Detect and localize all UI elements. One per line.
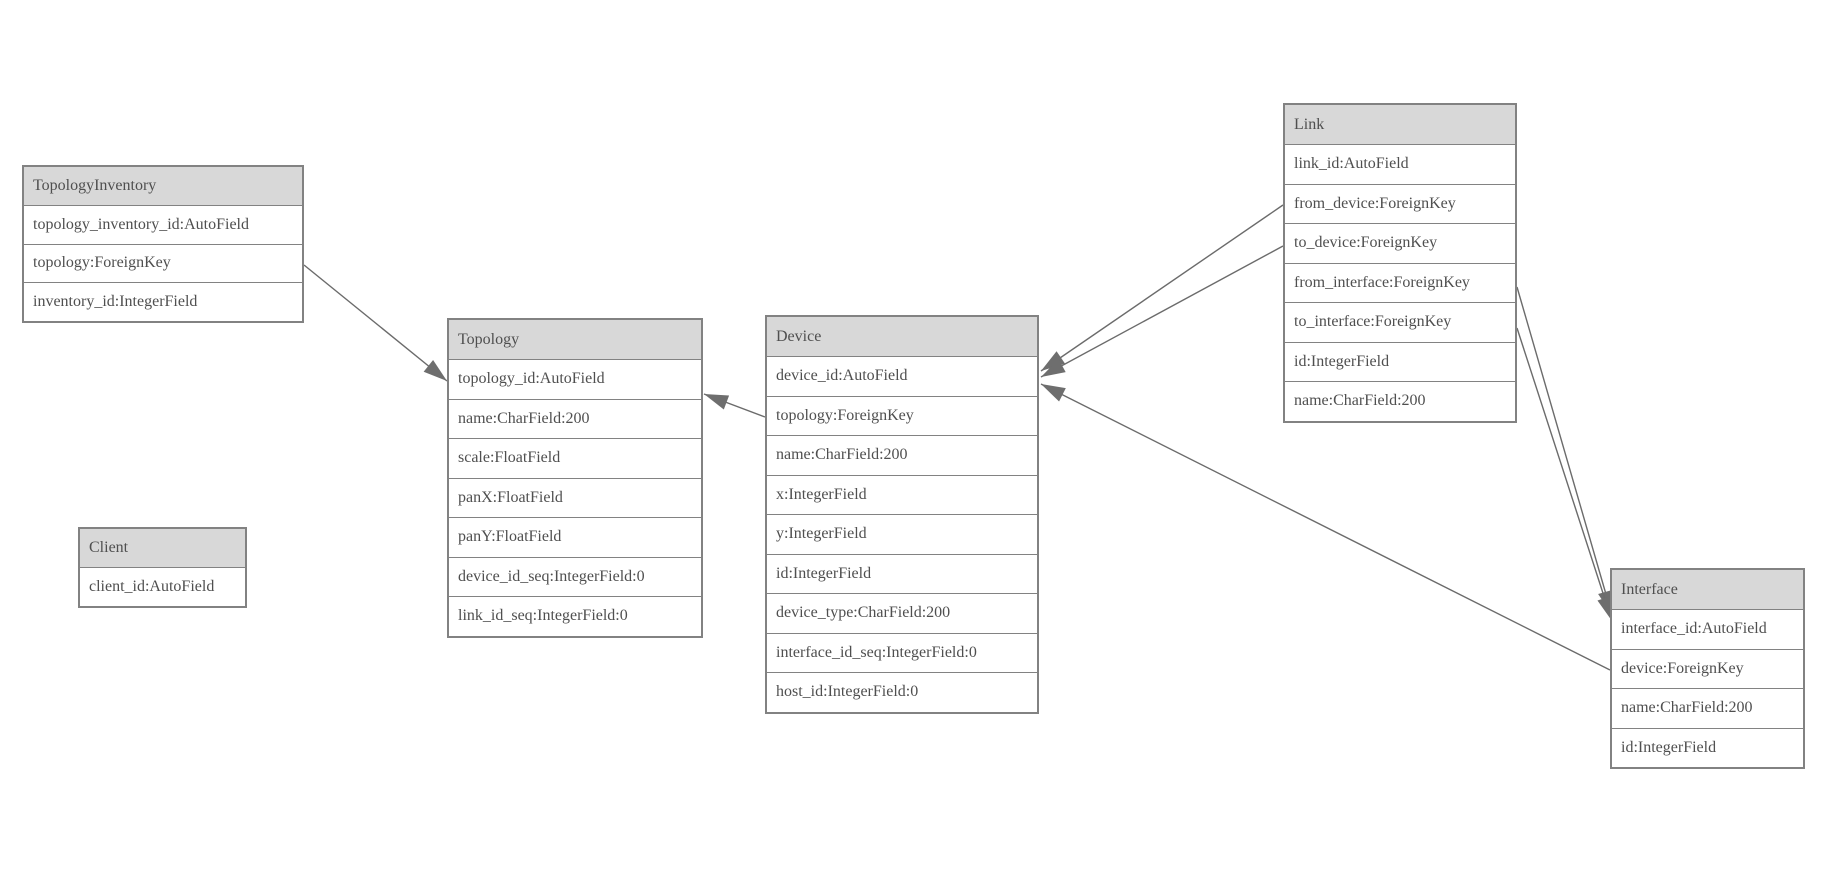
- entity-field-link_id_seq: link_id_seq:IntegerField:0: [449, 596, 701, 636]
- entity-field-client_id: client_id:AutoField: [80, 567, 245, 606]
- entity-field-panY: panY:FloatField: [449, 517, 701, 557]
- entity-field-y: y:IntegerField: [767, 514, 1037, 554]
- entity-field-name: name:CharField:200: [1285, 381, 1515, 421]
- entity-field-device: device:ForeignKey: [1612, 648, 1803, 688]
- entity-title: Link: [1285, 105, 1515, 144]
- entity-field-interface_id_seq: interface_id_seq:IntegerField:0: [767, 632, 1037, 672]
- entity-field-inventory_id: inventory_id:IntegerField: [24, 282, 302, 321]
- entity-title: Topology: [449, 320, 701, 359]
- entity-field-id: id:IntegerField: [767, 553, 1037, 593]
- entity-field-name: name:CharField:200: [449, 398, 701, 438]
- entity-title: Client: [80, 529, 245, 567]
- edge-topologyinventory-topology-to-topology: [303, 264, 448, 382]
- entity-field-host_id: host_id:IntegerField:0: [767, 672, 1037, 712]
- entity-field-to_interface: to_interface:ForeignKey: [1285, 302, 1515, 342]
- entity-field-device_type: device_type:CharField:200: [767, 593, 1037, 633]
- edge-link-from_device-to-device: [1040, 204, 1284, 372]
- entity-field-topology_inventory_id: topology_inventory_id:AutoField: [24, 205, 302, 244]
- entity-field-from_device: from_device:ForeignKey: [1285, 183, 1515, 223]
- entity-field-id: id:IntegerField: [1612, 727, 1803, 767]
- entity-field-interface_id: interface_id:AutoField: [1612, 609, 1803, 649]
- entity-field-scale: scale:FloatField: [449, 438, 701, 478]
- entity-field-link_id: link_id:AutoField: [1285, 144, 1515, 184]
- edge-device-topology-to-topology: [703, 393, 766, 418]
- entity-field-device_id_seq: device_id_seq:IntegerField:0: [449, 556, 701, 596]
- edge-interface-device-to-device: [1040, 383, 1611, 671]
- entity-field-device_id: device_id:AutoField: [767, 356, 1037, 396]
- entity-field-to_device: to_device:ForeignKey: [1285, 223, 1515, 263]
- entity-field-topology: topology:ForeignKey: [767, 395, 1037, 435]
- entity-field-topology_id: topology_id:AutoField: [449, 359, 701, 399]
- entity-field-topology: topology:ForeignKey: [24, 243, 302, 282]
- entity-field-panX: panX:FloatField: [449, 477, 701, 517]
- entity-title: TopologyInventory: [24, 167, 302, 205]
- entity-title: Interface: [1612, 570, 1803, 609]
- entity-field-id: id:IntegerField: [1285, 341, 1515, 381]
- entity-field-from_interface: from_interface:ForeignKey: [1285, 262, 1515, 302]
- entity-title: Device: [767, 317, 1037, 356]
- entity-field-x: x:IntegerField: [767, 474, 1037, 514]
- edge-link-from_interface-to-interface: [1516, 286, 1613, 616]
- entity-field-name: name:CharField:200: [1612, 688, 1803, 728]
- edge-link-to_device-to-device: [1040, 245, 1284, 378]
- entity-field-name: name:CharField:200: [767, 435, 1037, 475]
- edge-link-to_interface-to-interface: [1516, 327, 1613, 622]
